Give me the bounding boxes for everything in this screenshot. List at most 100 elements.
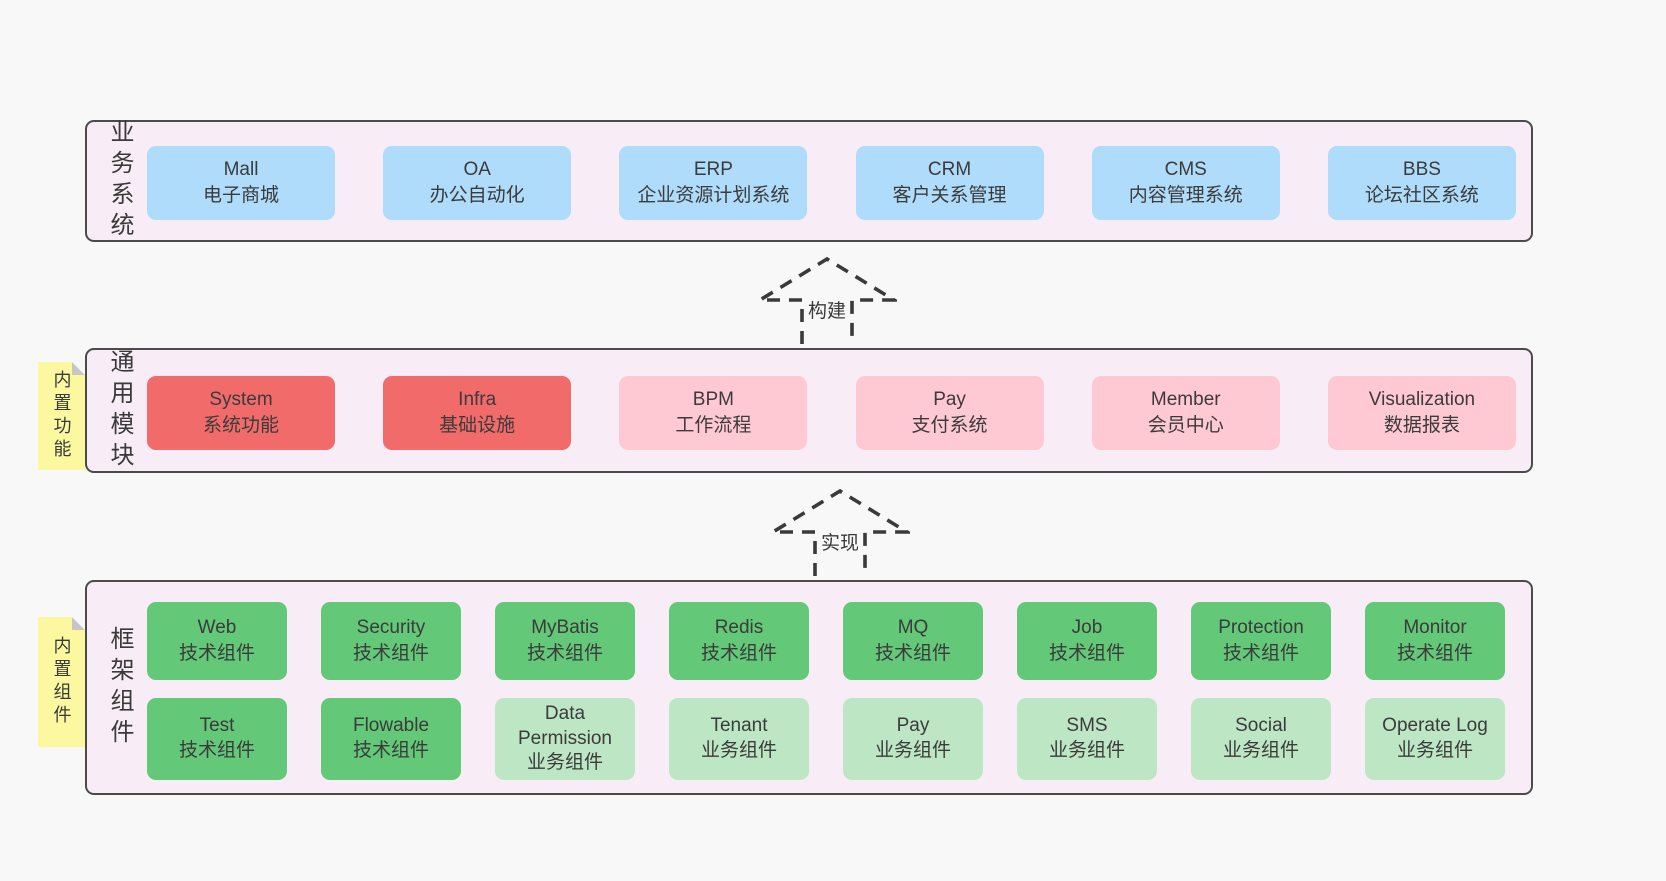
box-operate-log: Operate Log 业务组件: [1365, 698, 1505, 780]
common-box-row: System 系统功能 Infra 基础设施 BPM 工作流程 Pay 支付系统…: [147, 376, 1516, 450]
box-flowable: Flowable 技术组件: [321, 698, 461, 780]
box-mybatis: MyBatis 技术组件: [495, 602, 635, 680]
box-test: Test 技术组件: [147, 698, 287, 780]
box-title: Tenant: [710, 715, 768, 737]
box-title: Mall: [223, 159, 259, 181]
box-title: Security: [356, 617, 426, 639]
sticky-note-label: 内置组件: [51, 636, 72, 728]
box-title: Redis: [714, 617, 764, 639]
box-erp: ERP 企业资源计划系统: [619, 146, 808, 220]
box-subtitle: 业务组件: [874, 740, 951, 761]
build-arrow: 构建: [757, 256, 897, 344]
box-title: ERP: [693, 159, 733, 181]
box-subtitle: 会员中心: [1147, 415, 1224, 436]
box-pay-component: Pay 业务组件: [843, 698, 983, 780]
box-subtitle: 技术组件: [352, 643, 429, 664]
box-title: CMS: [1164, 159, 1207, 181]
box-job: Job 技术组件: [1017, 602, 1157, 680]
framework-box-row-1: Web 技术组件 Security 技术组件 MyBatis 技术组件 Redi…: [147, 602, 1505, 680]
box-subtitle: 技术组件: [700, 643, 777, 664]
box-subtitle: 技术组件: [178, 643, 255, 664]
arrow-label: 实现: [816, 528, 864, 555]
box-mq: MQ 技术组件: [843, 602, 983, 680]
box-title: CRM: [927, 159, 972, 181]
box-subtitle: 技术组件: [874, 643, 951, 664]
box-title: BPM: [692, 389, 734, 411]
box-title: MyBatis: [531, 617, 599, 639]
box-subtitle: 内容管理系统: [1128, 185, 1243, 206]
box-protection: Protection 技术组件: [1191, 602, 1331, 680]
box-title: Pay: [896, 715, 930, 737]
box-subtitle: 技术组件: [178, 740, 255, 761]
box-subtitle: 技术组件: [1396, 643, 1473, 664]
sticky-note-builtin-components: 内置组件: [38, 617, 85, 747]
box-title: Operate Log: [1382, 715, 1488, 737]
box-pay: Pay 支付系统: [855, 376, 1044, 450]
box-title: Pay: [933, 389, 966, 411]
box-oa: OA 办公自动化: [383, 146, 572, 220]
box-subtitle: 论坛社区系统: [1364, 185, 1479, 206]
box-monitor: Monitor 技术组件: [1365, 602, 1505, 680]
box-title: OA: [463, 159, 491, 181]
box-sms: SMS 业务组件: [1017, 698, 1157, 780]
box-subtitle: 业务组件: [1222, 740, 1299, 761]
box-visualization: Visualization 数据报表: [1327, 376, 1516, 450]
box-title: Protection: [1218, 617, 1304, 639]
box-web: Web 技术组件: [147, 602, 287, 680]
box-subtitle: 办公自动化: [429, 185, 525, 206]
box-title: Data Permission: [518, 702, 612, 749]
layer-label: 框架组件: [106, 625, 133, 750]
business-box-row: Mall 电子商城 OA 办公自动化 ERP 企业资源计划系统 CRM 客户关系…: [147, 146, 1516, 220]
sticky-note-label: 内置功能: [51, 370, 72, 462]
dashed-up-arrow-icon: [770, 488, 910, 576]
box-title: Member: [1150, 389, 1221, 411]
box-mall: Mall 电子商城: [147, 146, 335, 220]
box-security: Security 技术组件: [321, 602, 461, 680]
box-subtitle: 技术组件: [1048, 643, 1125, 664]
box-social: Social 业务组件: [1191, 698, 1331, 780]
implement-arrow: 实现: [770, 488, 910, 576]
box-subtitle: 客户关系管理: [892, 185, 1007, 206]
box-data-permission: Data Permission 业务组件: [495, 698, 635, 780]
sticky-fold-icon: [72, 362, 85, 375]
framework-box-row-2: Test 技术组件 Flowable 技术组件 Data Permission …: [147, 698, 1505, 780]
box-title: System: [209, 389, 273, 411]
box-subtitle: 业务组件: [1396, 740, 1473, 761]
sticky-fold-icon: [72, 617, 85, 630]
box-title: Web: [197, 617, 237, 639]
box-title: Infra: [458, 389, 497, 411]
box-subtitle: 业务组件: [1048, 740, 1125, 761]
box-bpm: BPM 工作流程: [619, 376, 808, 450]
box-bbs: BBS 论坛社区系统: [1327, 146, 1516, 220]
box-subtitle: 业务组件: [700, 740, 777, 761]
box-subtitle: 工作流程: [675, 415, 752, 436]
box-title: Test: [199, 715, 235, 737]
box-subtitle: 业务组件: [526, 752, 603, 774]
layer-label: 业务系统: [106, 119, 133, 243]
box-subtitle: 支付系统: [911, 415, 988, 436]
box-subtitle: 技术组件: [1222, 643, 1299, 664]
box-title: Monitor: [1403, 617, 1467, 639]
box-infra: Infra 基础设施: [383, 376, 572, 450]
box-cms: CMS 内容管理系统: [1091, 146, 1280, 220]
box-title: MQ: [897, 617, 929, 639]
box-system: System 系统功能: [147, 376, 335, 450]
arrow-label: 构建: [803, 296, 851, 323]
box-title: Flowable: [352, 715, 430, 737]
box-member: Member 会员中心: [1091, 376, 1280, 450]
box-tenant: Tenant 业务组件: [669, 698, 809, 780]
box-title: Social: [1235, 715, 1287, 737]
box-crm: CRM 客户关系管理: [855, 146, 1044, 220]
box-title: Visualization: [1368, 389, 1476, 411]
box-subtitle: 基础设施: [439, 415, 516, 436]
box-title: Job: [1071, 617, 1103, 639]
box-subtitle: 技术组件: [352, 740, 429, 761]
layer-common-modules: 通用模块 System 系统功能 Infra 基础设施 BPM 工作流程 Pay…: [85, 348, 1533, 473]
sticky-note-builtin-features: 内置功能: [38, 362, 85, 470]
box-subtitle: 技术组件: [526, 643, 603, 664]
box-redis: Redis 技术组件: [669, 602, 809, 680]
box-subtitle: 系统功能: [202, 415, 279, 436]
layer-framework-components: 框架组件 Web 技术组件 Security 技术组件 MyBatis 技术组件…: [85, 580, 1533, 795]
box-subtitle: 电子商城: [202, 185, 279, 206]
box-subtitle: 数据报表: [1383, 415, 1460, 436]
